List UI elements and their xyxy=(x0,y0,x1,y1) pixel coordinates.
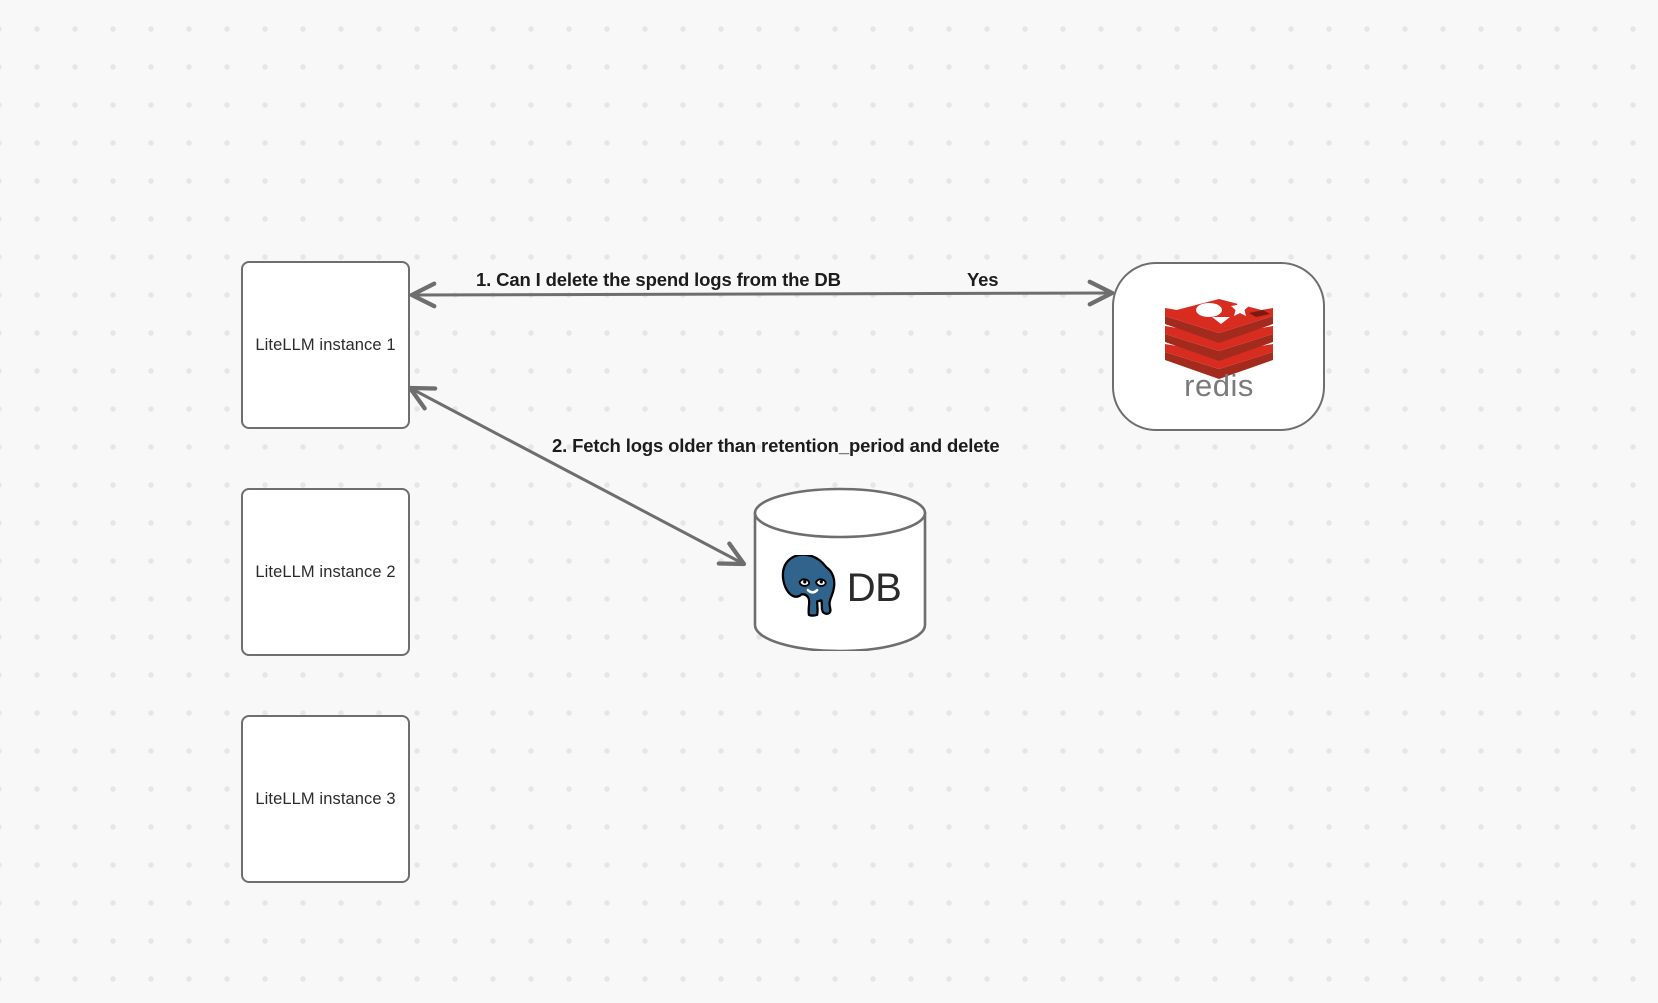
edge-label-yes: Yes xyxy=(967,269,999,290)
node-label: LiteLLM instance 3 xyxy=(255,789,396,808)
database-cylinder-shape xyxy=(753,487,927,651)
database-label: DB xyxy=(846,566,902,610)
edge-line-litellm1-db xyxy=(407,385,747,567)
postgresql-elephant-icon xyxy=(781,555,837,619)
database-logo-row: DB xyxy=(752,543,928,633)
node-label: LiteLLM instance 2 xyxy=(255,562,396,581)
node-litellm-instance-1[interactable]: LiteLLM instance 1 xyxy=(241,261,410,429)
node-litellm-instance-3[interactable]: LiteLLM instance 3 xyxy=(241,715,410,883)
edge-line-redis-litellm1 xyxy=(409,279,1115,309)
node-label: LiteLLM instance 1 xyxy=(255,335,396,354)
edge-label-step-2: 2. Fetch logs older than retention_perio… xyxy=(552,435,1000,456)
node-litellm-instance-2[interactable]: LiteLLM instance 2 xyxy=(241,488,410,656)
redis-logo: redis xyxy=(1164,298,1273,403)
svg-text:redis: redis xyxy=(1184,368,1254,403)
node-database[interactable]: DB xyxy=(752,487,928,651)
edge-label-step-1: 1. Can I delete the spend logs from the … xyxy=(476,269,841,290)
node-redis[interactable]: redis xyxy=(1112,262,1325,431)
